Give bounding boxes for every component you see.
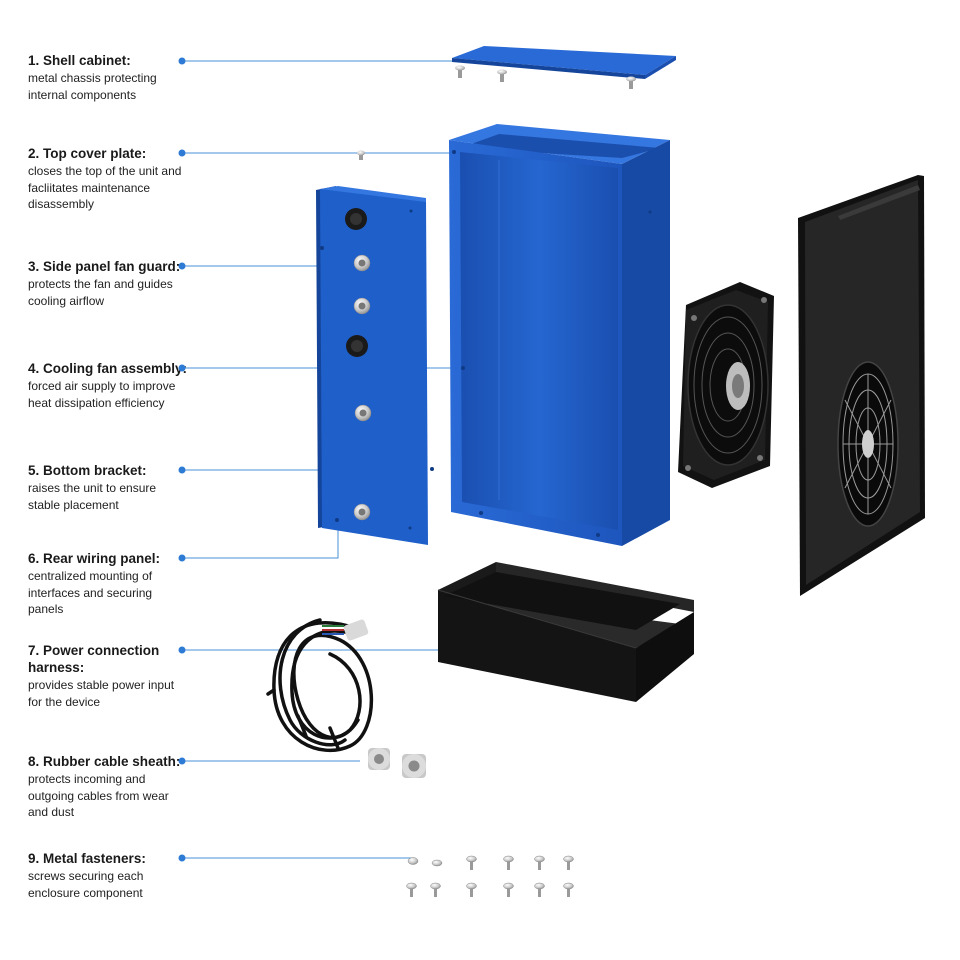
label-description: centralized mounting of interfaces and s… [28, 569, 153, 616]
leader-dot-3 [178, 262, 186, 270]
label-bottom-bracket: 5. Bottom bracket: raises the unit to en… [28, 462, 188, 513]
label-title: Rubber cable sheath: [43, 754, 181, 769]
label-description: protects incoming and outgoing cables fr… [28, 772, 169, 819]
label-rear-wiring-panel: 6. Rear wiring panel: centralized mounti… [28, 550, 188, 618]
label-title: Shell cabinet: [43, 53, 131, 68]
label-metal-fasteners: 9. Metal fasteners: screws securing each… [28, 850, 188, 901]
label-description: provides stable power input for the devi… [28, 678, 175, 709]
harness-terminals [322, 619, 369, 641]
bottom-bracket [437, 562, 694, 702]
label-title: Metal fasteners: [43, 851, 146, 866]
label-cooling-fan-assembly: 4. Cooling fan assembly: forced air supp… [28, 361, 188, 410]
leader-dot-6 [178, 554, 186, 562]
label-power-connection-harness: 7. Power connection harness: provides st… [28, 642, 178, 710]
leader-dot-7 [178, 646, 186, 654]
top-cover-plate [452, 46, 676, 89]
power-connection-harness [266, 618, 374, 752]
leader-dot-2 [178, 149, 186, 157]
label-description: screws securing each enclosure component [28, 869, 144, 900]
label-title: Rear wiring panel: [43, 551, 161, 566]
label-description: forced air supply to improve heat dissip… [28, 379, 176, 410]
label-side-panel-fan-guard: 3. Side panel fan guard: protects the fa… [28, 258, 188, 309]
label-title: Side panel fan guard: [43, 259, 181, 274]
cooling-fan-assembly [678, 282, 774, 488]
loose-screw [357, 150, 365, 160]
label-title: Cooling fan assembly: [43, 361, 188, 376]
shell-cabinet [430, 124, 670, 546]
leader-dot-8 [178, 757, 186, 765]
label-description: raises the unit to ensure stable placeme… [28, 481, 157, 512]
leader-dot-1 [178, 57, 186, 65]
leader-dot-5 [178, 466, 186, 474]
leader-dot-4 [178, 364, 186, 372]
label-title: Bottom bracket: [43, 463, 147, 478]
cable-gland [345, 208, 367, 230]
leader-line-6 [182, 520, 339, 559]
metal-fasteners [406, 855, 574, 897]
side-panel-fan-guard [316, 186, 428, 545]
label-title: Top cover plate: [43, 146, 147, 161]
label-top-cover-plate: 2. Top cover plate: closes the top of th… [28, 145, 188, 213]
label-shell-cabinet: 1. Shell cabinet: metal chassis protecti… [28, 52, 188, 103]
cable-gland [346, 335, 368, 357]
label-description: metal chassis protecting internal compon… [28, 71, 157, 102]
rear-wiring-panel [798, 175, 925, 596]
label-rubber-cable-sheath: 8. Rubber cable sheath: protects incomin… [28, 753, 188, 821]
rubber-cable-sheath [368, 748, 426, 778]
label-description: protects the fan and guides cooling airf… [28, 277, 173, 308]
label-description: closes the top of the unit and facliitat… [28, 164, 182, 211]
leader-dot-9 [178, 854, 186, 862]
label-title: Power connection harness: [28, 643, 160, 675]
